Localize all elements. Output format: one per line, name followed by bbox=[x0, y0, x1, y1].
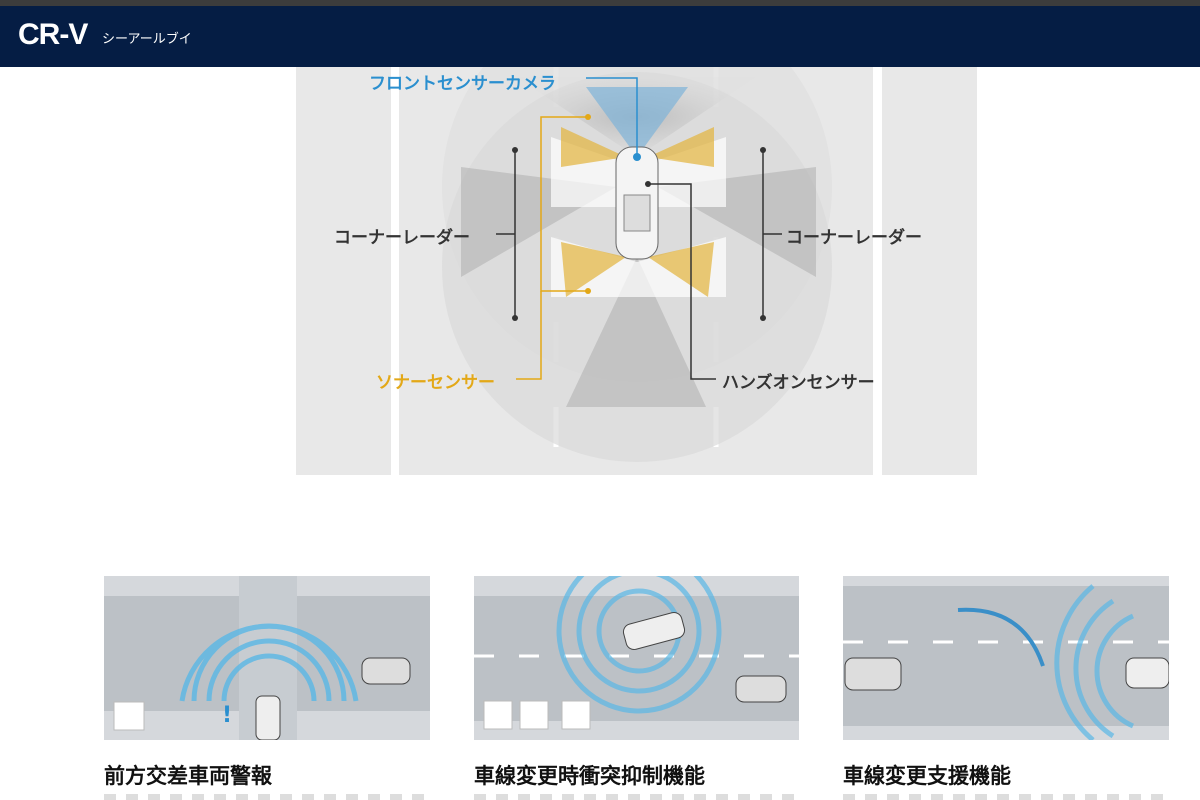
browser-top-bar bbox=[0, 0, 1200, 6]
feature-title-lane-change-assist: 車線変更支援機能 bbox=[843, 764, 1011, 788]
sonar-label: ソナーセンサー bbox=[376, 373, 495, 393]
hands-on-sensor-label: ハンズオンセンサー bbox=[722, 373, 875, 393]
feature-image-lane-change-assist bbox=[843, 576, 1169, 740]
feature-title-lane-change-collision: 車線変更時衝突抑制機能 bbox=[474, 764, 705, 788]
logo[interactable]: CR-V bbox=[18, 18, 88, 51]
site-header: CR-V シーアールブイ bbox=[0, 6, 1200, 67]
sensor-diagram-image bbox=[296, 0, 977, 475]
front-camera-label: フロントセンサーカメラ bbox=[369, 74, 556, 94]
feature-image-lane-change-collision bbox=[474, 576, 800, 740]
sensor-diagram: フロントセンサーカメラ コーナーレーダー コーナーレーダー ソナーセンサー ハン… bbox=[296, 0, 977, 479]
feature-description-cutoff bbox=[104, 794, 424, 800]
svg-text:!: ! bbox=[222, 703, 232, 728]
feature-description-cutoff bbox=[843, 794, 1163, 800]
feature-description-cutoff bbox=[474, 794, 794, 800]
feature-image-cross-traffic: ! bbox=[104, 576, 430, 740]
logo-reading: シーアールブイ bbox=[102, 32, 192, 47]
feature-title-cross-traffic: 前方交差車両警報 bbox=[104, 764, 272, 788]
corner-radar-right-label: コーナーレーダー bbox=[786, 228, 922, 248]
corner-radar-left-label: コーナーレーダー bbox=[334, 228, 470, 248]
